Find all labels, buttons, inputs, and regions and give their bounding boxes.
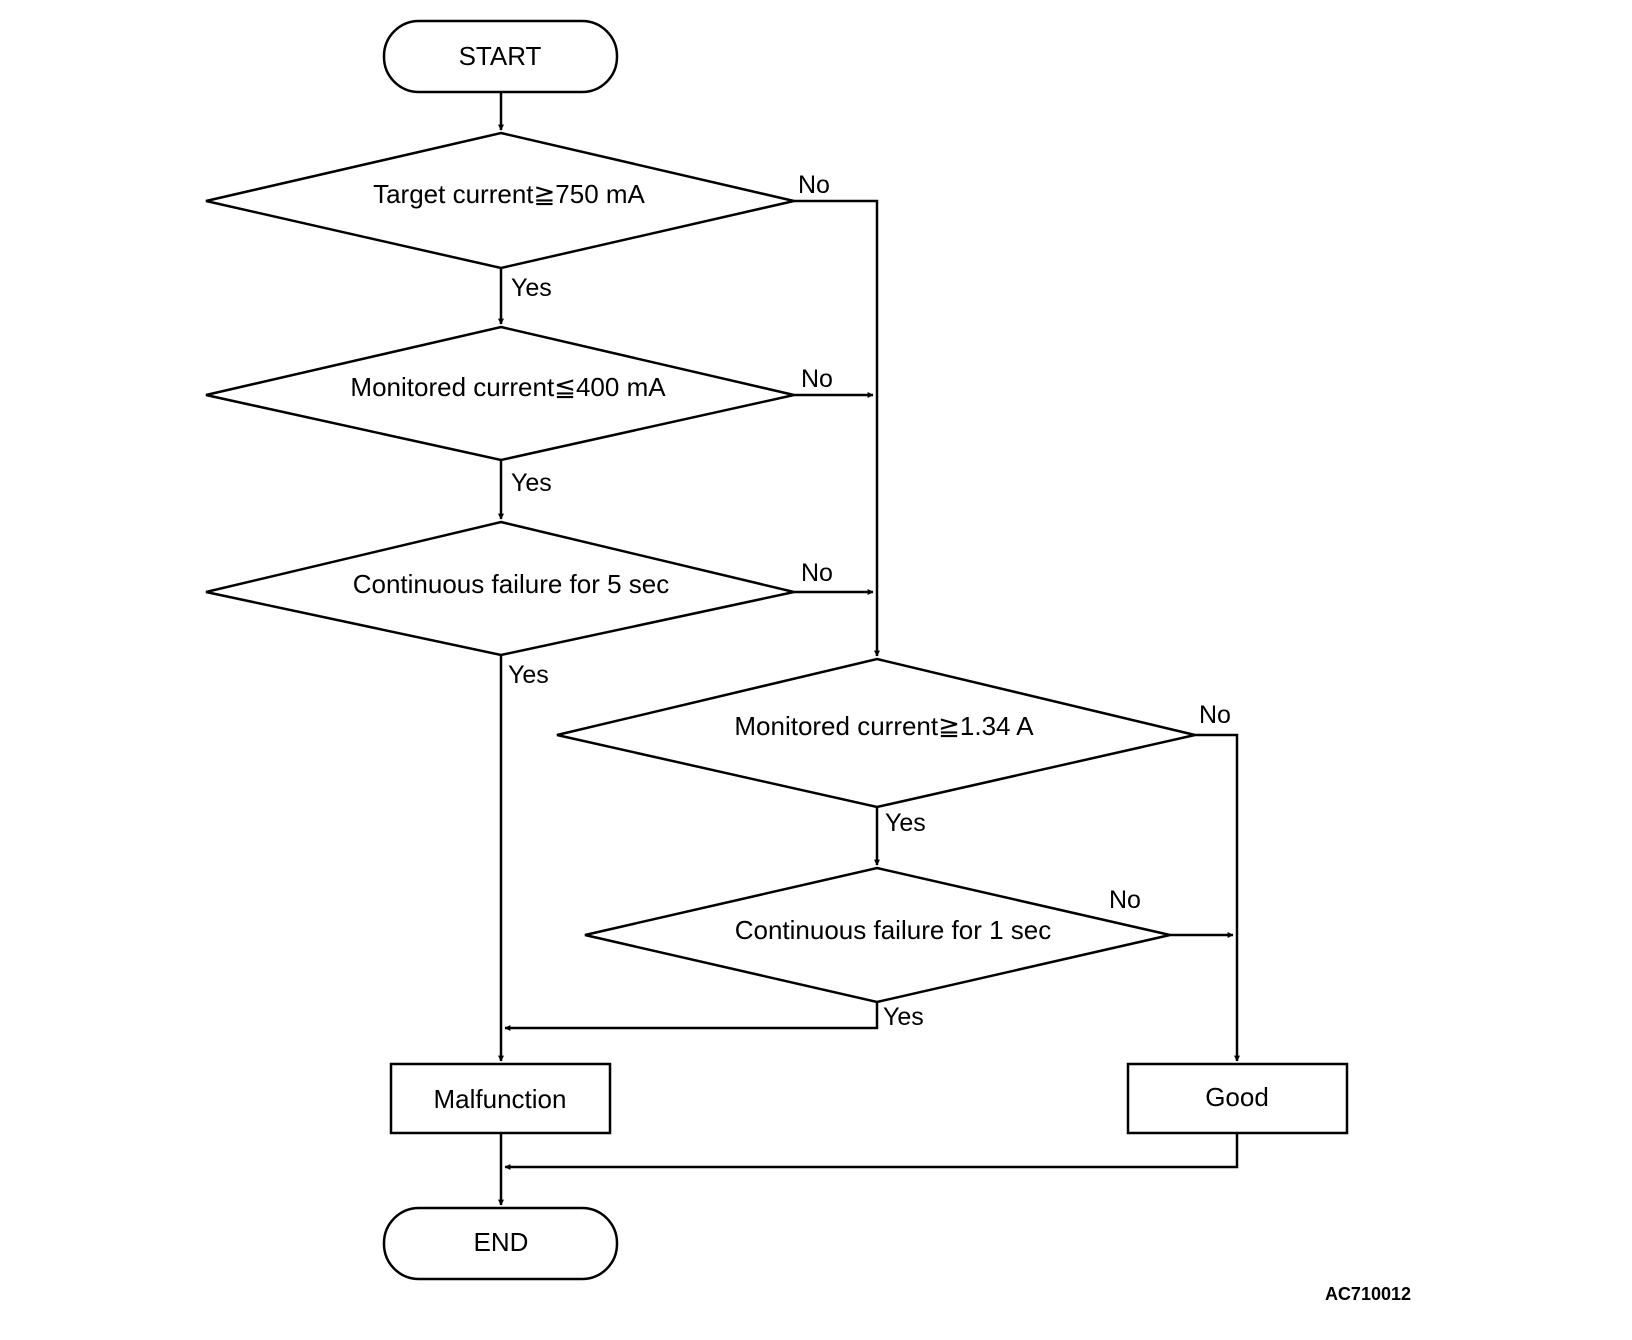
- decision-monitored-current-high: Monitored current≧1.34 A: [556, 657, 1196, 809]
- decision-failure-5s-label: Continuous failure for 5 sec: [353, 569, 670, 599]
- start-label: START: [459, 41, 542, 71]
- label-failure-1s-no: No: [1109, 886, 1141, 914]
- label-high-current-yes: Yes: [885, 809, 926, 837]
- process-malfunction-label: Malfunction: [434, 1084, 567, 1114]
- process-good: Good: [1126, 1062, 1349, 1135]
- label-low-current-no: No: [801, 365, 833, 393]
- decision-monitored-current-low: Monitored current≦400 mA: [205, 325, 795, 462]
- edge-failure-1s-yes: [504, 1002, 879, 1031]
- decision-failure-1s: Continuous failure for 1 sec: [584, 866, 1171, 1004]
- label-high-current-no: No: [1199, 701, 1231, 729]
- start-terminator: START: [382, 19, 619, 94]
- label-low-current-yes: Yes: [511, 469, 552, 497]
- edge-good-to-end: [504, 1133, 1239, 1170]
- label-target-yes: Yes: [511, 274, 552, 302]
- decision-target-current: Target current≧750 mA: [205, 131, 795, 270]
- label-failure-5s-no: No: [801, 559, 833, 587]
- label-target-no: No: [798, 171, 830, 199]
- figure-code: AC710012: [1325, 1284, 1411, 1304]
- process-malfunction: Malfunction: [389, 1062, 612, 1135]
- end-terminator: END: [382, 1206, 619, 1281]
- process-good-label: Good: [1205, 1082, 1269, 1112]
- label-failure-5s-yes: Yes: [508, 661, 549, 689]
- edge-high-current-no: [1195, 733, 1240, 1062]
- decision-monitored-current-low-label: Monitored current≦400 mA: [350, 372, 666, 402]
- decision-monitored-current-high-label: Monitored current≧1.34 A: [734, 711, 1034, 741]
- end-label: END: [474, 1227, 529, 1257]
- decision-failure-1s-label: Continuous failure for 1 sec: [735, 915, 1052, 945]
- edge-target-no: [794, 199, 880, 657]
- decision-failure-5s: Continuous failure for 5 sec: [205, 520, 795, 657]
- label-failure-1s-yes: Yes: [883, 1003, 924, 1031]
- decision-target-current-label: Target current≧750 mA: [373, 179, 645, 209]
